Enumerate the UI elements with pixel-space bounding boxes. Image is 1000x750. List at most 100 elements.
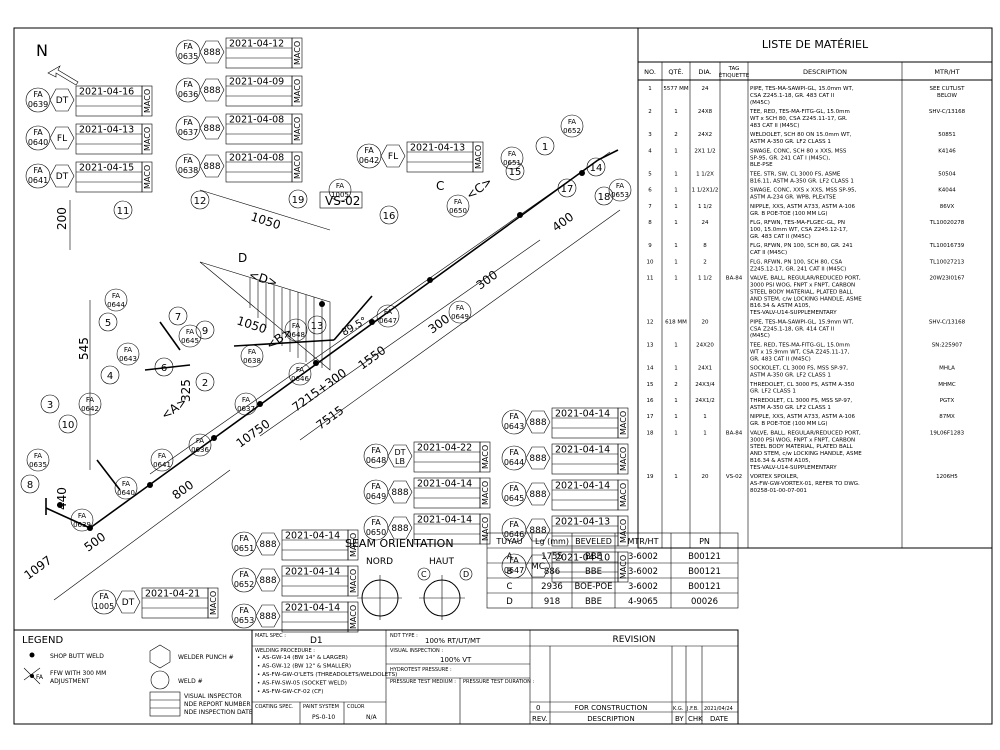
svg-text:325: 325 (179, 379, 193, 402)
svg-text:3-6002: 3-6002 (628, 552, 658, 562)
svg-text:2021-04-10: 2021-04-10 (555, 553, 610, 564)
svg-text:20: 20 (702, 474, 709, 480)
svg-text:BBE: BBE (585, 597, 602, 607)
svg-text:0651: 0651 (503, 159, 521, 167)
svg-text:6: 6 (648, 188, 652, 194)
svg-text:FA: FA (112, 292, 120, 300)
svg-text:1005: 1005 (94, 602, 114, 611)
vortex-spoiler-tag (319, 191, 363, 209)
svg-text:MACO: MACO (349, 605, 358, 629)
svg-text:FL: FL (57, 134, 67, 144)
svg-text:GR. 483 CAT II (M45C): GR. 483 CAT II (M45C) (750, 234, 811, 240)
svg-text:NIPPLE, XXS, ASTM A733, ASTM A: NIPPLE, XXS, ASTM A733, ASTM A-106 (750, 204, 856, 210)
svg-text:J.F.B.: J.F.B. (686, 706, 699, 712)
cutlist-header: Lg (mm) (535, 537, 569, 546)
svg-text:TL10016739: TL10016739 (929, 243, 965, 249)
svg-text:13: 13 (311, 321, 324, 332)
svg-text:1: 1 (703, 414, 707, 420)
svg-text:SHV-C/13168: SHV-C/13168 (929, 319, 966, 325)
svg-text:VISUAL INSPECTOR: VISUAL INSPECTOR (184, 693, 242, 700)
svg-text:SWAGE, CONC, SCH 80 x XXS, MSS: SWAGE, CONC, SCH 80 x XXS, MSS (750, 148, 847, 154)
svg-text:FA: FA (384, 308, 392, 316)
svg-text:2021-04-13: 2021-04-13 (555, 517, 610, 528)
svg-text:FA: FA (33, 166, 43, 175)
svg-text:0648: 0648 (366, 456, 386, 465)
svg-text:1: 1 (674, 259, 678, 265)
svg-text:1: 1 (674, 109, 678, 115)
svg-text:MACO: MACO (349, 533, 358, 557)
item-balloon: 14 (586, 157, 606, 177)
svg-text:1: 1 (674, 276, 678, 282)
svg-text:0650: 0650 (366, 528, 386, 537)
svg-text:3000 PSI WOG, FNPT x FNPT, CAR: 3000 PSI WOG, FNPT x FNPT, CARBON (750, 283, 855, 289)
svg-text:K4044: K4044 (938, 188, 956, 194)
svg-text:FA: FA (196, 437, 204, 445)
svg-text:FA: FA (99, 592, 109, 601)
svg-text:2021-04-14: 2021-04-14 (417, 479, 472, 490)
svg-text:FA: FA (456, 304, 464, 312)
svg-text:0646: 0646 (291, 375, 309, 383)
svg-text:18: 18 (647, 430, 654, 436)
svg-text:ADJUSTMENT: ADJUSTMENT (50, 678, 90, 685)
svg-text:10: 10 (62, 420, 75, 431)
weld-procedure: • AS-FW-SW-05 (SOCKET WELD) (257, 681, 347, 687)
svg-text:SP-95, GR. 241 CAT I (M45C),: SP-95, GR. 241 CAT I (M45C), (750, 155, 830, 161)
svg-text:100, 15.0mm WT, CSA Z245.12-17: 100, 15.0mm WT, CSA Z245.12-17, (750, 227, 848, 233)
svg-text:0: 0 (536, 704, 540, 712)
svg-text:1755: 1755 (541, 552, 563, 562)
legend: LEGEND SHOP BUTT WELD FA FFW WITH 300 MM… (13, 629, 253, 725)
svg-text:3: 3 (648, 132, 652, 138)
svg-text:BA-84: BA-84 (726, 276, 743, 282)
svg-text:300: 300 (426, 312, 453, 337)
item-balloon: 7 (168, 306, 188, 326)
svg-text:12: 12 (647, 319, 654, 325)
svg-text:PGTX: PGTX (940, 398, 955, 404)
svg-text:888: 888 (529, 418, 546, 428)
svg-text:DT: DT (56, 172, 69, 182)
svg-text:1005: 1005 (331, 191, 349, 199)
svg-text:2021-04-15: 2021-04-15 (79, 163, 134, 174)
svg-text:VS-02: VS-02 (325, 194, 360, 208)
svg-text:1: 1 (674, 474, 678, 480)
svg-text:DATE: DATE (710, 715, 728, 723)
svg-text:6: 6 (161, 363, 167, 374)
weld-procedure: • AS-GW-12 (BW 12" & SMALLER) (257, 664, 351, 670)
svg-text:NDT TYPE :: NDT TYPE : (390, 633, 418, 639)
svg-text:0652: 0652 (563, 127, 581, 135)
svg-text:3-6002: 3-6002 (628, 582, 658, 592)
svg-text:HYDROTEST PRESSURE :: HYDROTEST PRESSURE : (390, 667, 452, 673)
svg-text:FA: FA (364, 146, 374, 155)
svg-text:B00121: B00121 (688, 552, 721, 562)
svg-text:FA: FA (158, 452, 166, 460)
svg-text:ASTM A-350 GR. LF2 CLASS 1: ASTM A-350 GR. LF2 CLASS 1 (750, 405, 831, 411)
svg-text:888: 888 (529, 526, 546, 536)
svg-text:0635: 0635 (29, 461, 47, 469)
svg-text:MACO: MACO (209, 591, 218, 615)
svg-text:0653: 0653 (234, 616, 254, 625)
svg-text:D: D (506, 597, 513, 607)
svg-text:2936: 2936 (541, 582, 563, 592)
svg-text:B: B (507, 567, 513, 577)
weld-procedure: • AS-FW-GW-O'LETS (THREADOLETS/WELDOLETS… (257, 672, 397, 678)
svg-text:0643: 0643 (504, 422, 524, 431)
bom-header: QTÉ. (668, 67, 683, 76)
svg-text:FA: FA (242, 396, 250, 404)
svg-text:N: N (36, 41, 48, 60)
item-balloon: 15 (505, 161, 525, 181)
svg-text:FA: FA (124, 346, 132, 354)
svg-text:0650: 0650 (449, 207, 467, 215)
svg-text:0649: 0649 (451, 313, 469, 321)
svg-text:MACO: MACO (619, 411, 628, 435)
shop-weld-dots (57, 170, 585, 531)
svg-text:15: 15 (647, 382, 654, 388)
bom-header: NO. (644, 68, 656, 76)
